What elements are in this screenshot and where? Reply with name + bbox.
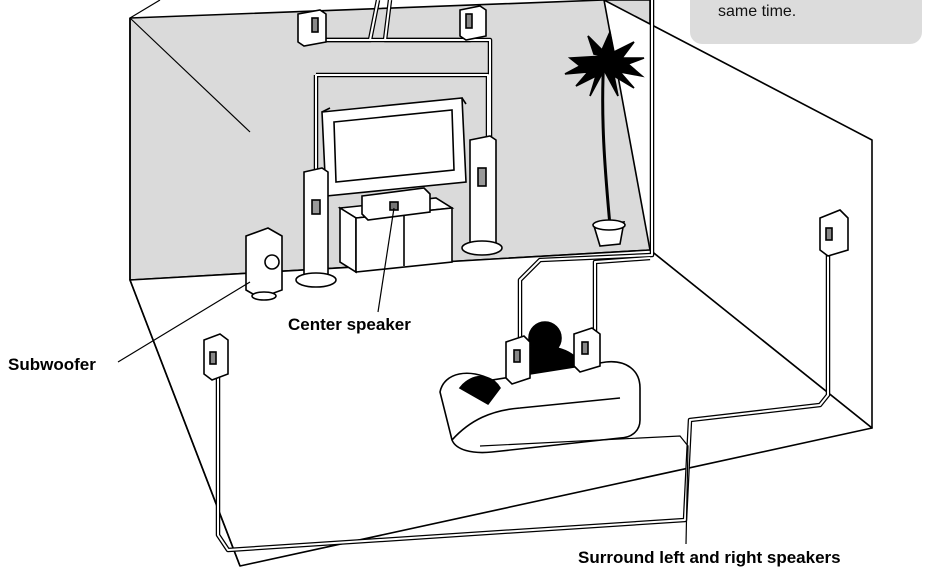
surround-speakers-label: Surround left and right speakers: [578, 548, 841, 567]
subwoofer: [245, 227, 283, 301]
note-text: same time.: [718, 3, 797, 20]
right-wall-speaker: [819, 209, 849, 257]
center-speaker: [361, 187, 431, 221]
sofa: [439, 321, 641, 454]
leader-center: [377, 207, 395, 313]
note-box: same time.: [690, 0, 922, 44]
leader-surround: [479, 435, 689, 545]
front-right-speaker: [461, 135, 503, 256]
front-left-speaker: [295, 167, 337, 288]
room: [129, 0, 873, 567]
left-wall-edge: [129, 18, 241, 567]
wall-crease: [129, 17, 251, 133]
rear-speaker-left: [505, 335, 531, 385]
ceiling-left: [129, 0, 161, 19]
top-speaker-right: [459, 5, 487, 41]
leader-subwoofer: [117, 281, 251, 363]
top-speaker-left: [297, 9, 327, 47]
rear-speaker-right: [573, 327, 601, 373]
plant: [564, 29, 645, 247]
subwoofer-label: Subwoofer: [8, 355, 96, 374]
leader-lines: [117, 207, 689, 545]
tv: [321, 97, 467, 197]
center-speaker-label: Center speaker: [288, 315, 411, 334]
left-wall-speaker: [203, 333, 229, 381]
